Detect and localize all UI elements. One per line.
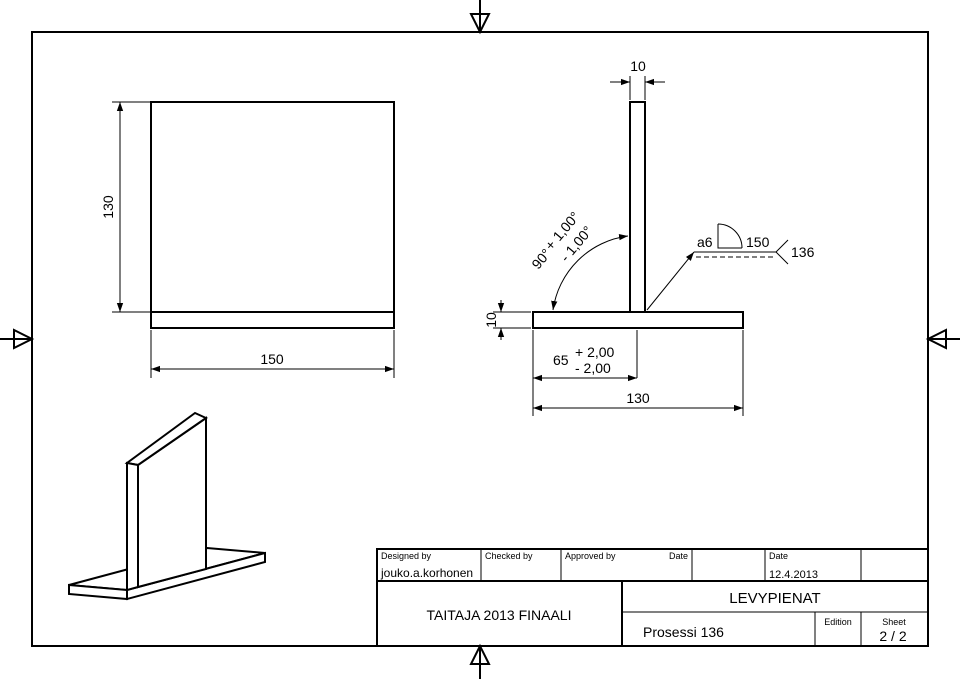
weld-length-text: 150 <box>746 234 770 250</box>
side-view-thickness-text: 10 <box>483 312 499 328</box>
checked-by-label: Checked by <box>485 551 533 561</box>
side-view-angle-dimension: 90° + 1,00° - 1,00° <box>528 208 629 311</box>
centering-mark-bottom <box>469 643 491 679</box>
centering-mark-left <box>0 328 35 350</box>
side-view-top-dimension: 10 <box>610 58 665 100</box>
sheet-label: Sheet <box>882 617 906 627</box>
drawing-title: LEVYPIENAT <box>729 590 820 607</box>
date-value: 12.4.2013 <box>769 569 818 581</box>
date-label-2: Date <box>769 551 788 561</box>
designed-by-label: Designed by <box>381 551 432 561</box>
edition-label: Edition <box>824 617 852 627</box>
isometric-view <box>68 411 266 601</box>
centering-mark-right <box>925 328 960 350</box>
side-view <box>532 101 744 329</box>
weld-symbol: a6 150 136 <box>646 223 815 311</box>
centering-mark-top <box>469 0 491 35</box>
drawing-subtitle: Prosessi 136 <box>643 624 724 640</box>
approved-by-label: Approved by <box>565 551 616 561</box>
side-view-offset-dimension: 65 + 2,00 - 2,00 <box>532 330 638 416</box>
side-view-offset-tol-plus: + 2,00 <box>575 344 615 360</box>
side-view-base-text: 130 <box>626 390 650 406</box>
front-view-width-text: 150 <box>260 351 284 367</box>
date-label-1: Date <box>669 551 688 561</box>
front-view <box>150 101 395 329</box>
fillet-weld-icon <box>717 224 742 249</box>
title-block <box>376 548 929 647</box>
designed-by-value: jouko.a.korhonen <box>380 566 473 580</box>
weld-process-text: 136 <box>791 244 815 260</box>
side-view-offset-tol-minus: - 2,00 <box>575 360 611 376</box>
side-view-top-text: 10 <box>630 58 646 74</box>
front-view-height-text: 130 <box>100 195 116 219</box>
side-view-base-dimension: 130 <box>533 330 744 416</box>
side-view-offset-nominal: 65 <box>553 352 569 368</box>
front-view-height-dimension: 130 <box>100 101 150 313</box>
company-name: TAITAJA 2013 FINAALI <box>427 607 572 623</box>
weld-throat-text: a6 <box>697 234 713 250</box>
side-view-thickness-dimension: 10 <box>483 300 531 340</box>
front-view-width-dimension: 150 <box>150 330 395 378</box>
sheet-value: 2 / 2 <box>879 628 906 644</box>
